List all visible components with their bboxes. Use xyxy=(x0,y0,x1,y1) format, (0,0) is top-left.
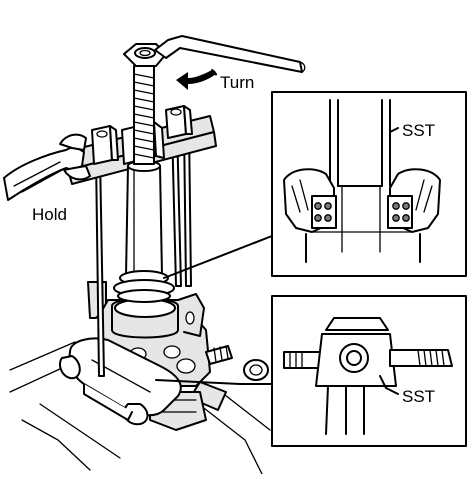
upper-detail-inset xyxy=(271,91,467,277)
leader-lines xyxy=(155,235,273,385)
hold-wrench xyxy=(3,133,91,201)
hold-label: Hold xyxy=(32,205,67,224)
puller-screw xyxy=(123,43,167,165)
lower-detail-inset xyxy=(271,295,467,447)
turn-label: Turn xyxy=(220,73,255,92)
puller-base-plate xyxy=(58,337,182,426)
turn-direction-arrow xyxy=(176,69,217,90)
sst-lower-label: SST xyxy=(402,387,436,406)
puller-sleeve xyxy=(113,160,175,303)
sst-upper-label: SST xyxy=(402,121,436,140)
turn-wrench xyxy=(154,35,306,73)
